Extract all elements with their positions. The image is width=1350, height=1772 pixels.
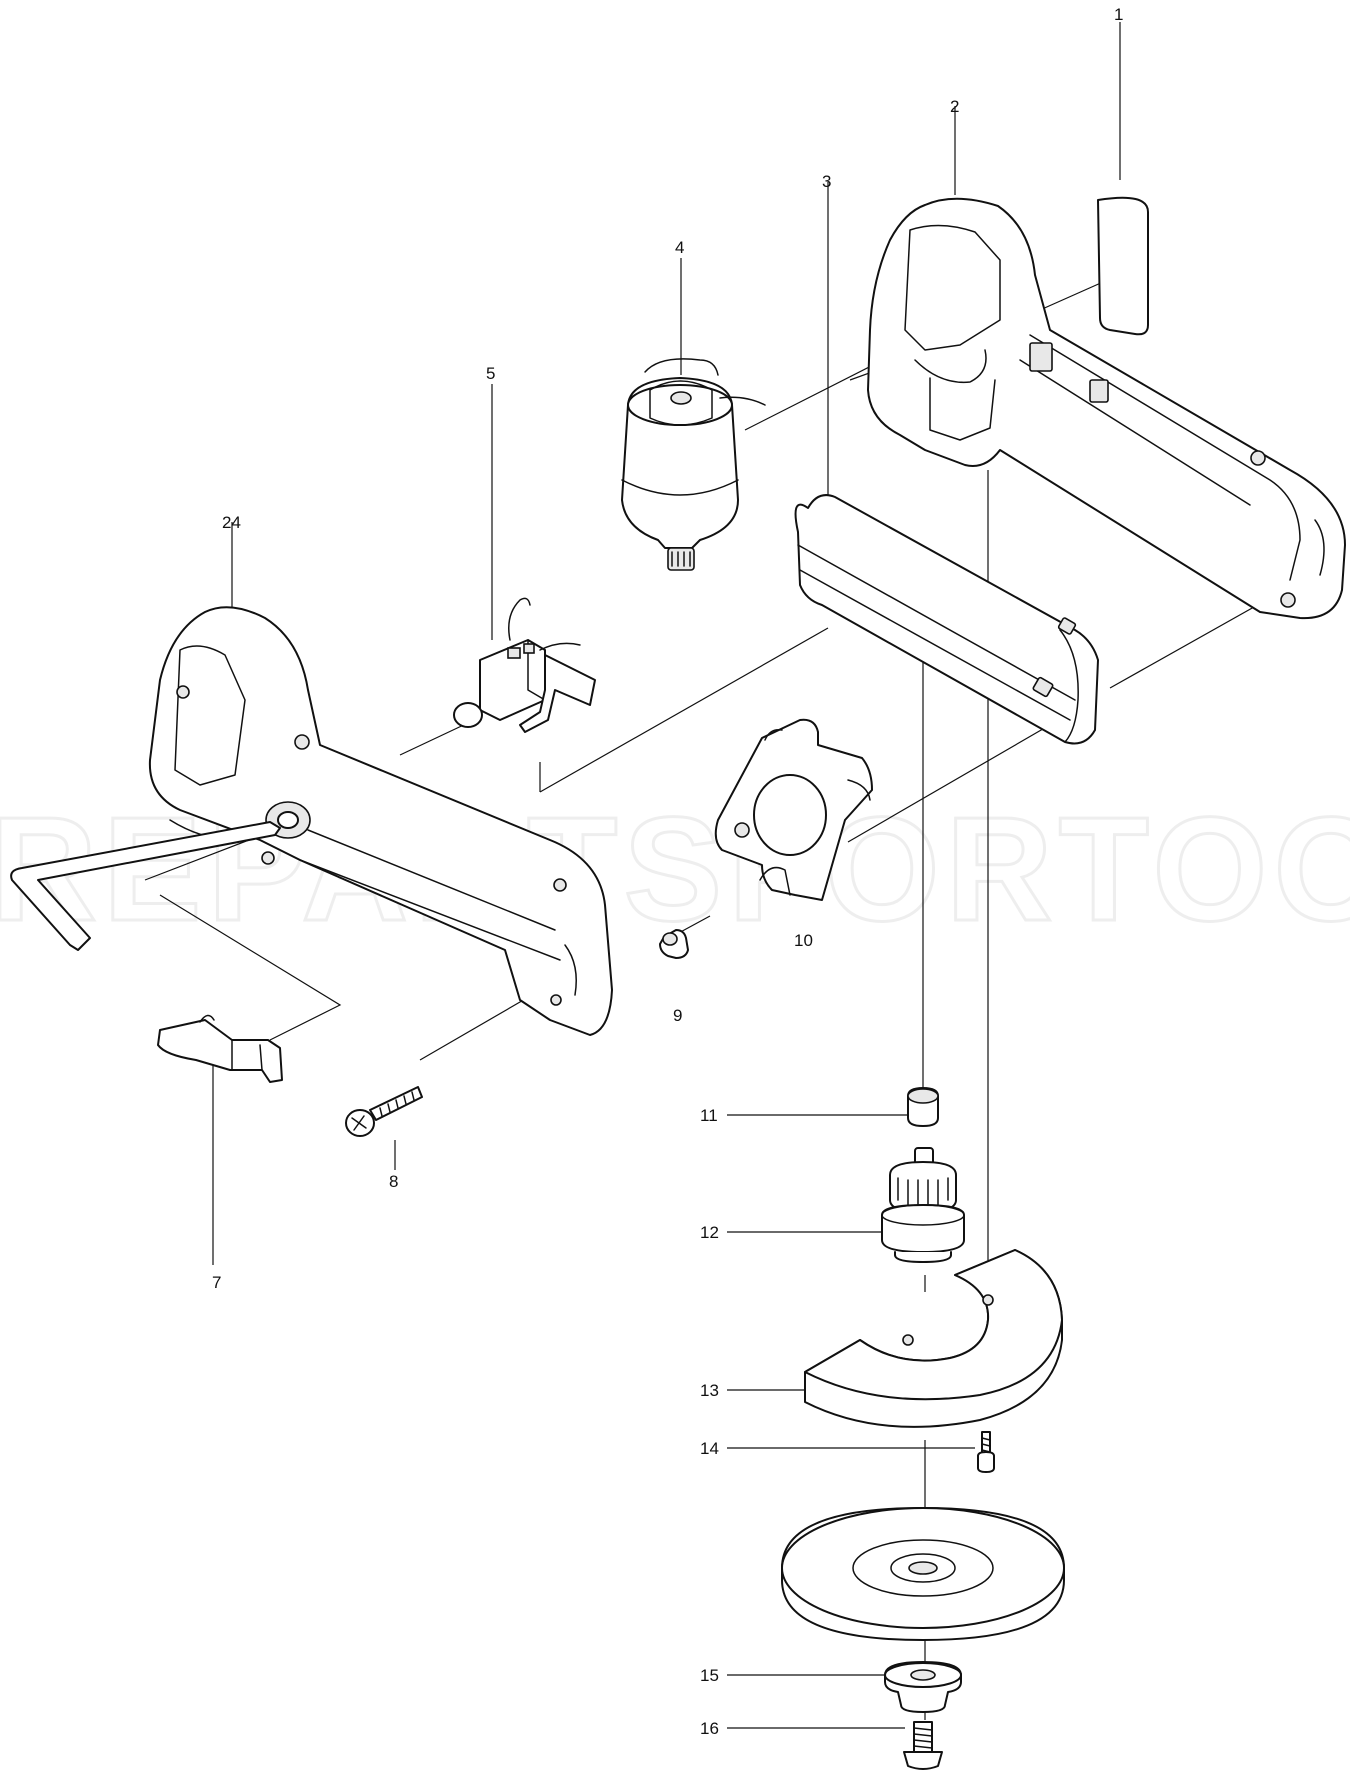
part-14-small-bolt: [977, 1431, 995, 1473]
callout-13: 13: [700, 1381, 719, 1400]
callout-7: 7: [212, 1273, 221, 1292]
hex-wrench: [10, 821, 281, 951]
part-8-screw: [345, 1086, 423, 1137]
part-24-housing-left: [148, 606, 613, 1036]
callout-14: 14: [700, 1439, 719, 1458]
part-13-wheel-guard: [804, 1249, 1063, 1428]
grinding-disc: [781, 1507, 1065, 1641]
callout-3: 3: [822, 172, 831, 191]
callout-10: 10: [794, 931, 813, 950]
part-16-screw: [903, 1721, 943, 1770]
part-4-motor: [621, 358, 766, 571]
callout-1: 1: [1114, 5, 1123, 24]
part-3-battery-tube: [794, 494, 1099, 745]
callout-5: 5: [486, 364, 495, 383]
callout-2: 2: [950, 97, 959, 116]
callout-16: 16: [700, 1719, 719, 1738]
callout-15: 15: [700, 1666, 719, 1685]
part-15-flange-nut: [884, 1661, 962, 1713]
callout-9: 9: [673, 1006, 682, 1025]
callout-8: 8: [389, 1172, 398, 1191]
part-10-bracket-plate: [714, 718, 873, 901]
callout-labels: 1 2 3 4 5 24 10 9 8 7 11 12 13 14 15 16: [212, 5, 1123, 1738]
part-9-sleeve: [659, 929, 689, 959]
callout-4: 4: [675, 238, 684, 257]
callout-24: 24: [222, 513, 241, 532]
part-12-spindle-gear: [881, 1147, 965, 1263]
part-1-label-plate: [1097, 196, 1149, 336]
part-5-switch: [453, 597, 596, 733]
part-2-housing-right: [867, 197, 1346, 620]
callout-12: 12: [700, 1223, 719, 1242]
part-7-latch-clip: [157, 1014, 283, 1083]
callout-11: 11: [700, 1106, 718, 1125]
part-11-nut: [907, 1087, 939, 1127]
